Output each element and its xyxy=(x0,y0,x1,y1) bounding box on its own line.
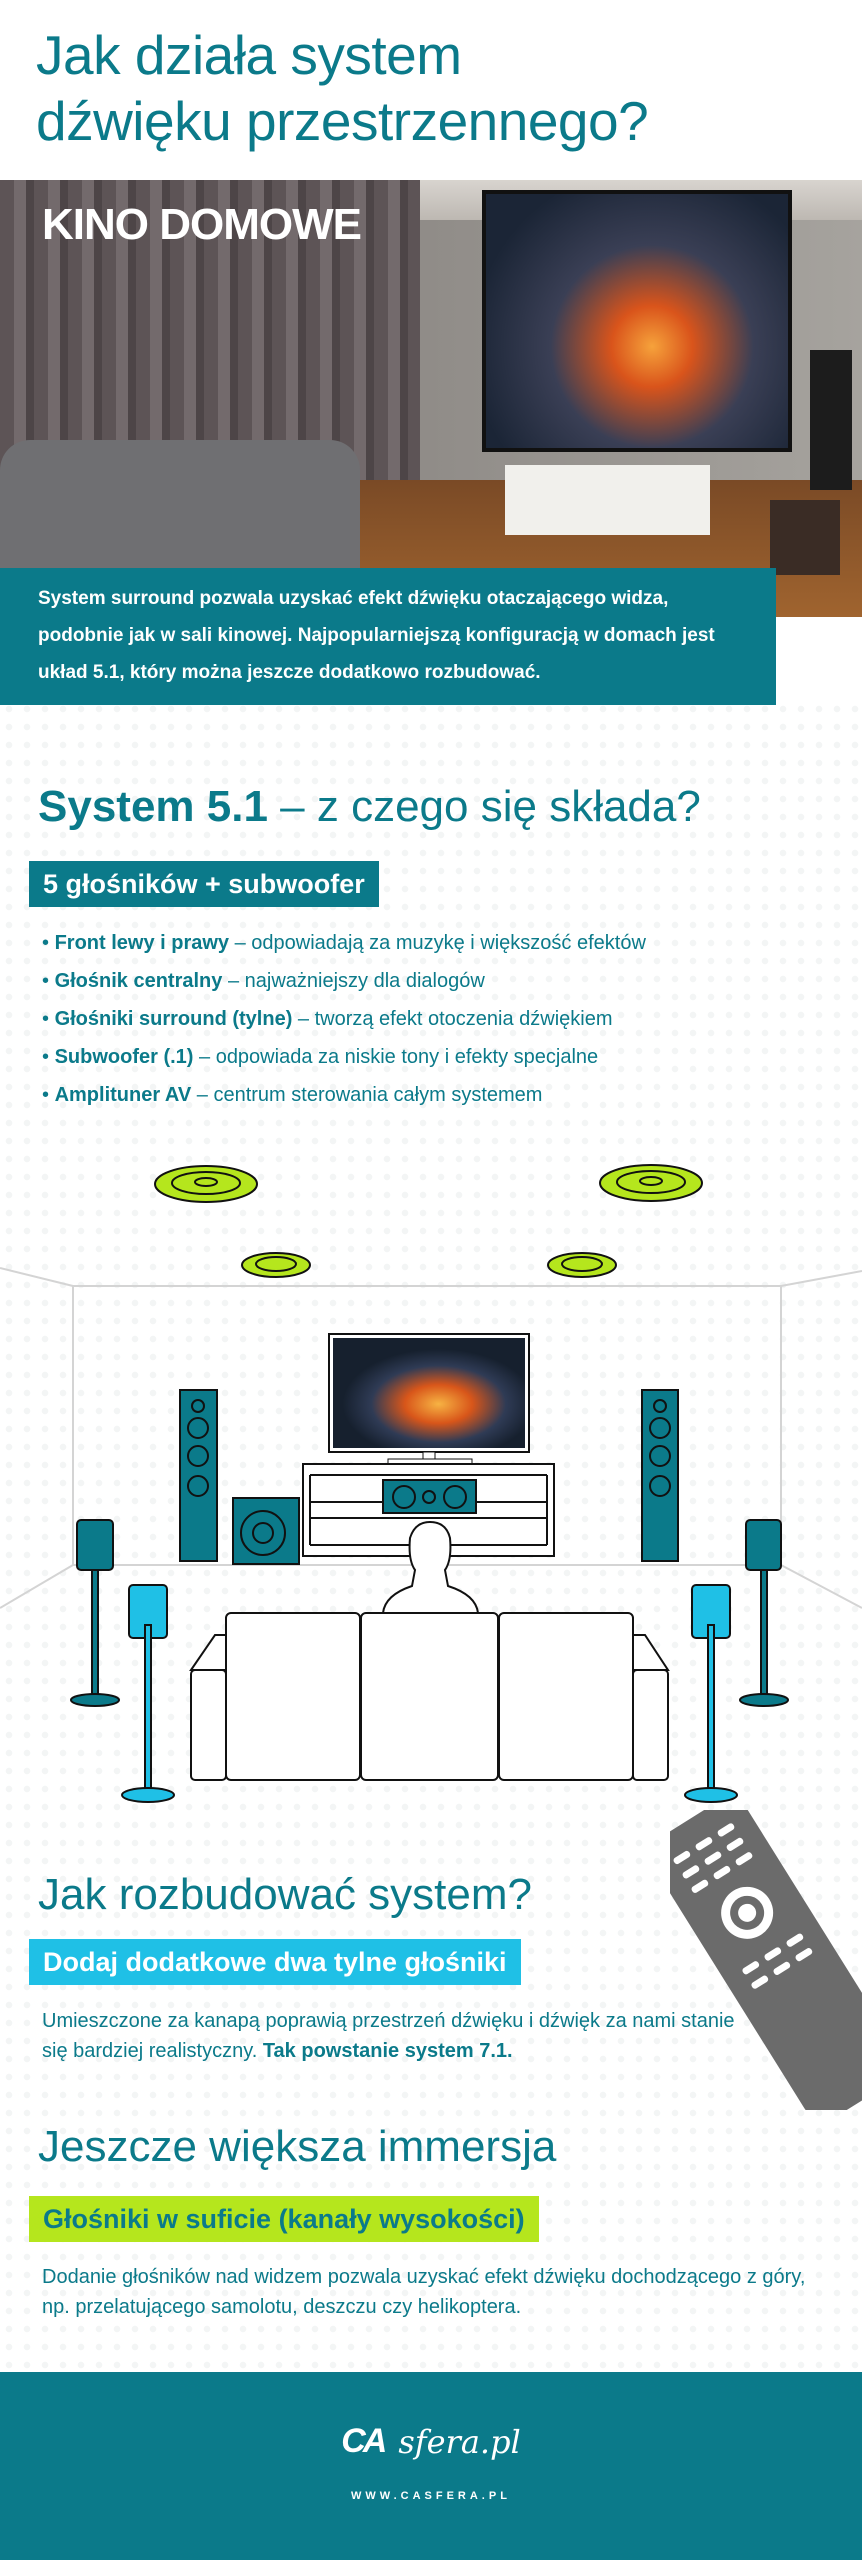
surround-speaker-icon xyxy=(70,1519,120,1707)
ceiling-speaker-icon xyxy=(241,1252,311,1278)
list-item: • Subwoofer (.1) – odpowiada za niskie t… xyxy=(42,1046,599,1068)
website-link[interactable]: WWW.CASFERA.PL xyxy=(351,2490,511,2502)
remote-control-icon xyxy=(670,1810,862,2110)
expand-badge: Dodaj dodatkowe dwa tylne głośniki xyxy=(29,1939,521,1985)
hero-label: KINO DOMOWE xyxy=(42,200,362,249)
ceiling-speaker-icon xyxy=(599,1164,703,1202)
home-theater-photo: KINO DOMOWE xyxy=(0,180,862,617)
viewer-icon xyxy=(381,1520,480,1614)
front-right-speaker-icon xyxy=(641,1389,679,1562)
list-item: • Amplituner AV – centrum sterowania cał… xyxy=(42,1084,543,1106)
immersion-text: Dodanie głośników nad widzem pozwala uzy… xyxy=(42,2266,806,2318)
center-speaker-icon xyxy=(382,1479,477,1514)
tv-icon xyxy=(328,1333,530,1466)
surround-speaker-icon xyxy=(739,1519,789,1707)
list-item: • Front lewy i prawy – odpowiadają za mu… xyxy=(42,932,646,954)
list-item: • Głośnik centralny – najważniejszy dla … xyxy=(42,970,485,992)
components-list: • Front lewy i prawy – odpowiadają za mu… xyxy=(42,924,646,1114)
ceiling-speaker-icon xyxy=(547,1252,617,1278)
speaker-layout-diagram xyxy=(0,1164,862,1803)
ceiling-speaker-icon xyxy=(154,1165,258,1203)
logo-text: sfera.pl xyxy=(398,2422,521,2461)
list-item: • Głośniki surround (tylne) – tworzą efe… xyxy=(42,1008,613,1030)
rear-speaker-icon xyxy=(121,1584,175,1803)
system51-badge: 5 głośników + subwoofer xyxy=(29,861,379,907)
projection-screen xyxy=(482,190,792,452)
intro-text: System surround pozwala uzyskać efekt dź… xyxy=(0,568,776,705)
subwoofer-icon xyxy=(232,1497,300,1565)
ceiling-speakers xyxy=(154,1164,703,1278)
expand-heading: Jak rozbudować system? xyxy=(38,1870,532,1919)
footer: CA sfera.pl WWW.CASFERA.PL xyxy=(0,2372,862,2560)
immersion-badge: Głośniki w suficie (kanały wysokości) xyxy=(29,2196,539,2242)
surround-speakers xyxy=(70,1519,789,1803)
rear-speaker-icon xyxy=(684,1584,738,1803)
sofa-icon xyxy=(189,1612,670,1781)
expand-text: Umieszczone za kanapą poprawią przestrze… xyxy=(42,2010,735,2062)
ca-logo-mark: CA xyxy=(341,2422,387,2460)
casfera-logo[interactable]: CA sfera.pl xyxy=(0,2422,862,2461)
system51-heading: System 5.1 – z czego się składa? xyxy=(38,782,701,831)
immersion-heading: Jeszcze większa immersja xyxy=(38,2122,557,2171)
front-left-speaker-icon xyxy=(179,1389,218,1562)
